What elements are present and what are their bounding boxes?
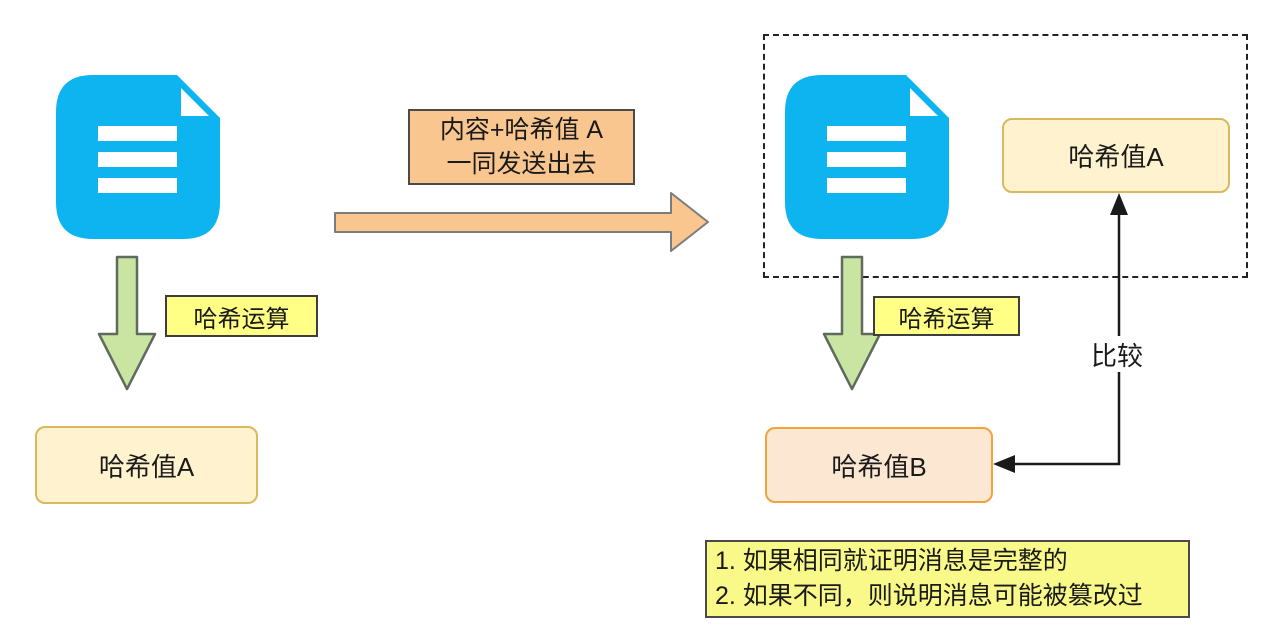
down-arrow-icon (822, 255, 882, 391)
note-line2: 2. 如果不同，则说明消息可能被篡改过 (715, 582, 1143, 610)
right-arrow-icon (334, 192, 709, 252)
compare-text: 比较 (1090, 340, 1143, 371)
comparison-result-note: 1. 如果相同就证明消息是完整的 2. 如果不同，则说明消息可能被篡改过 (705, 540, 1190, 618)
sender-hash-value-a-text: 哈希值A (98, 451, 195, 482)
receiver-hash-operation-label: 哈希运算 (873, 296, 1020, 336)
sender-hash-operation-label: 哈希运算 (165, 295, 318, 337)
receiver-hash-operation-text: 哈希运算 (898, 305, 995, 333)
transfer-label: 内容+哈希值 A 一同发送出去 (408, 109, 635, 185)
compare-connector-line (993, 193, 1128, 473)
sender-hash-value-a-box: 哈希值A (35, 426, 258, 504)
document-icon (56, 75, 220, 239)
computed-hash-value-b-text: 哈希值B (831, 451, 927, 482)
arrowhead-up (1110, 193, 1128, 215)
received-hash-value-a-box: 哈希值A (1002, 118, 1230, 193)
document-icon (785, 75, 949, 239)
received-message-container (763, 34, 1248, 278)
compare-label: 比较 (1084, 336, 1150, 372)
sender-hash-operation-text: 哈希运算 (193, 305, 290, 333)
folded-corner (910, 88, 938, 116)
note-line1: 1. 如果相同就证明消息是完整的 (715, 547, 1068, 575)
down-arrow-icon (97, 255, 157, 391)
transfer-label-line1: 内容+哈希值 A (439, 116, 604, 144)
received-hash-value-a-text: 哈希值A (1068, 142, 1164, 172)
transfer-label-line2: 一同发送出去 (446, 150, 597, 178)
folded-corner (181, 88, 209, 116)
arrowhead-left (993, 455, 1015, 473)
computed-hash-value-b-box: 哈希值B (765, 427, 993, 503)
